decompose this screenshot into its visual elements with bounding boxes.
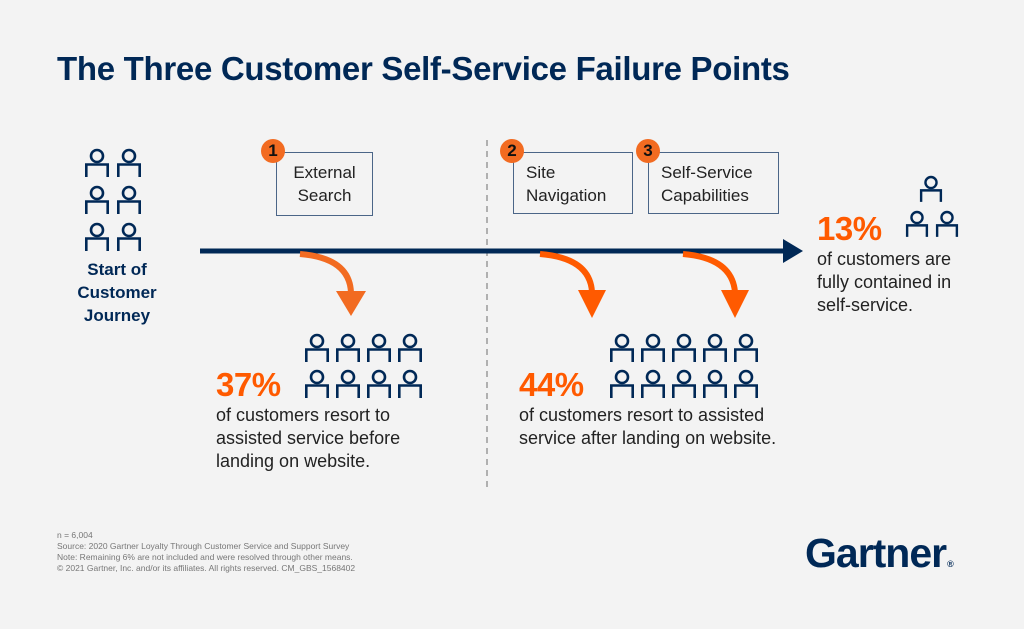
step-label: External	[293, 163, 356, 182]
outcome-13-percent: 13%	[817, 210, 882, 247]
person-icon	[733, 333, 759, 363]
orange-arrow-2	[539, 251, 595, 293]
person-icon	[935, 210, 959, 238]
description-line: assisted service before	[216, 428, 401, 448]
step-self-service-capabilities: Self-Service Capabilities	[648, 152, 779, 214]
person-icon	[397, 333, 423, 363]
step-label: Capabilities	[661, 186, 749, 205]
footnote-source: Source: 2020 Gartner Loyalty Through Cus…	[57, 541, 350, 551]
person-icon	[919, 175, 943, 203]
footnote-sample-size: n = 6,004	[57, 530, 93, 540]
footnote-copyright: © 2021 Gartner, Inc. and/or its affiliat…	[57, 563, 356, 573]
outcome-13-people-icons	[905, 175, 961, 241]
person-icon	[702, 333, 728, 363]
footnotes: n = 6,004 Source: 2020 Gartner Loyalty T…	[57, 530, 355, 574]
start-label-line: Journey	[83, 306, 151, 325]
step-label: Search	[297, 186, 352, 205]
person-icon	[366, 333, 392, 363]
description-line: landing on website.	[216, 451, 371, 471]
step-number-badge: 2	[500, 139, 524, 163]
footnote-note: Note: Remaining 6% are not included and …	[57, 552, 353, 562]
step-number-badge: 1	[261, 139, 285, 163]
description-line: of customers resort to	[216, 405, 391, 425]
outcome-44-percent: 44%	[519, 366, 584, 403]
person-icon	[366, 369, 392, 399]
page-title: The Three Customer Self-Service Failure …	[57, 50, 790, 87]
start-label-line: Customer	[77, 283, 157, 302]
step-label: Site	[526, 163, 556, 182]
outcome-13-description: of customers are fully contained in self…	[817, 248, 951, 317]
person-icon	[335, 369, 361, 399]
start-label-line: Start of	[87, 260, 147, 279]
description-line: of customers resort to assisted	[519, 405, 765, 425]
registered-mark: ®	[947, 559, 954, 569]
person-icon	[609, 369, 635, 399]
gartner-logo: Gartner®	[805, 530, 954, 577]
step-site-navigation: Site Navigation	[513, 152, 633, 214]
orange-arrow-1	[299, 251, 354, 294]
person-icon	[304, 333, 330, 363]
description-line: of customers are	[817, 249, 952, 269]
start-of-journey-label: Start of Customer Journey	[62, 258, 172, 327]
person-icon	[733, 369, 759, 399]
step-number-badge: 3	[636, 139, 660, 163]
description-line: fully contained in	[817, 272, 952, 292]
person-icon	[702, 369, 728, 399]
person-icon	[640, 333, 666, 363]
person-icon	[397, 369, 423, 399]
outcome-37-people-icons	[304, 333, 423, 399]
person-icon	[609, 333, 635, 363]
description-line: service after landing on website.	[519, 428, 777, 448]
person-icon	[905, 210, 929, 238]
person-icon	[671, 369, 697, 399]
description-line: self-service.	[817, 295, 914, 315]
person-icon	[640, 369, 666, 399]
orange-arrow-3	[682, 251, 738, 293]
step-label: Self-Service	[661, 163, 753, 182]
person-icon	[671, 333, 697, 363]
logo-text: Gartner	[805, 530, 947, 576]
step-external-search: External Search	[276, 152, 373, 216]
person-icon	[304, 369, 330, 399]
outcome-44-description: of customers resort to assisted service …	[519, 404, 776, 450]
outcome-44-people-icons	[609, 333, 759, 399]
journey-arrowhead	[783, 239, 803, 263]
outcome-37-percent: 37%	[216, 366, 281, 403]
person-icon	[335, 333, 361, 363]
outcome-37-description: of customers resort to assisted service …	[216, 404, 400, 473]
step-label: Navigation	[526, 186, 607, 205]
